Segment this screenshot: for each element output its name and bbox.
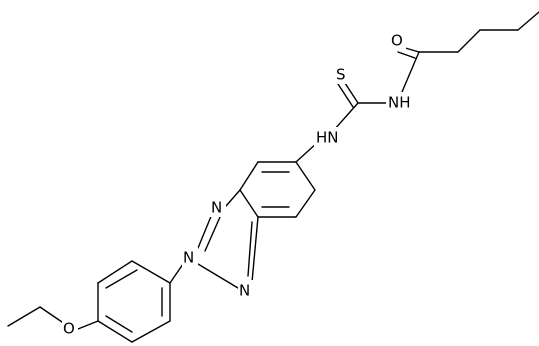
atom-label-carbonyl-o: O bbox=[391, 32, 403, 50]
bond-thio-c-nh bbox=[333, 102, 359, 131]
bond-aryl-5 bbox=[131, 320, 171, 343]
bond-aryl-inner-a bbox=[105, 269, 138, 289]
atom-label-triazole-n3: N bbox=[239, 282, 250, 300]
atom-bg-nh bbox=[386, 92, 414, 112]
bond-aryl-to-o bbox=[77, 320, 99, 330]
atom-bg-n3 bbox=[238, 280, 254, 300]
bond-triazole-c-n1 bbox=[225, 189, 241, 207]
atom-label-nh: NH bbox=[388, 94, 411, 112]
bond-aryl-4 bbox=[97, 320, 133, 343]
bond-triazole-n1-n2-inner bbox=[204, 216, 221, 252]
bond-carbonyl-c-o-b bbox=[397, 51, 416, 59]
bond-o-to-ch2 bbox=[39, 306, 63, 323]
bond-layer bbox=[7, 11, 539, 343]
bond-chain-c1 bbox=[517, 11, 539, 31]
atom-label-ether-o: O bbox=[63, 320, 75, 338]
bond-triazole-n3-c bbox=[251, 216, 259, 283]
atom-bg-s bbox=[335, 64, 349, 84]
bond-aryl-inner-b bbox=[105, 315, 133, 333]
atom-bg-carbonyl-o bbox=[390, 30, 406, 50]
bond-carbonyl-c-n bbox=[401, 51, 420, 93]
atom-label-triazole-n1: N bbox=[211, 199, 222, 217]
bond-n2-to-aryl bbox=[169, 263, 184, 284]
bond-benzo-2 bbox=[239, 161, 259, 191]
atom-label-layer: S HN NH O N N N O bbox=[62, 30, 414, 338]
atom-label-thio-s: S bbox=[336, 66, 346, 84]
bond-aryl-2 bbox=[97, 260, 133, 284]
atom-bg-hn bbox=[314, 127, 342, 147]
bond-aryl-1 bbox=[131, 260, 171, 284]
atom-label-hn: HN bbox=[316, 129, 339, 147]
atom-bg-n1 bbox=[210, 197, 226, 217]
bond-benzo-3 bbox=[239, 189, 259, 218]
atom-bg-ether-o bbox=[62, 318, 78, 338]
bond-ch2-to-ch3 bbox=[7, 306, 41, 327]
bond-thio-c-s-b bbox=[337, 83, 354, 108]
bond-chain-c3 bbox=[457, 29, 481, 53]
bond-benzo-5 bbox=[295, 189, 316, 218]
bond-benzo-6 bbox=[295, 161, 316, 191]
bond-triazole-n2-n3 bbox=[197, 263, 239, 289]
atom-bg-n2 bbox=[182, 247, 198, 267]
bond-triazole-n1-n2 bbox=[197, 213, 213, 249]
bond-triazole-n3-c-inner bbox=[247, 221, 253, 277]
atom-label-triazole-n2: N bbox=[183, 249, 194, 267]
